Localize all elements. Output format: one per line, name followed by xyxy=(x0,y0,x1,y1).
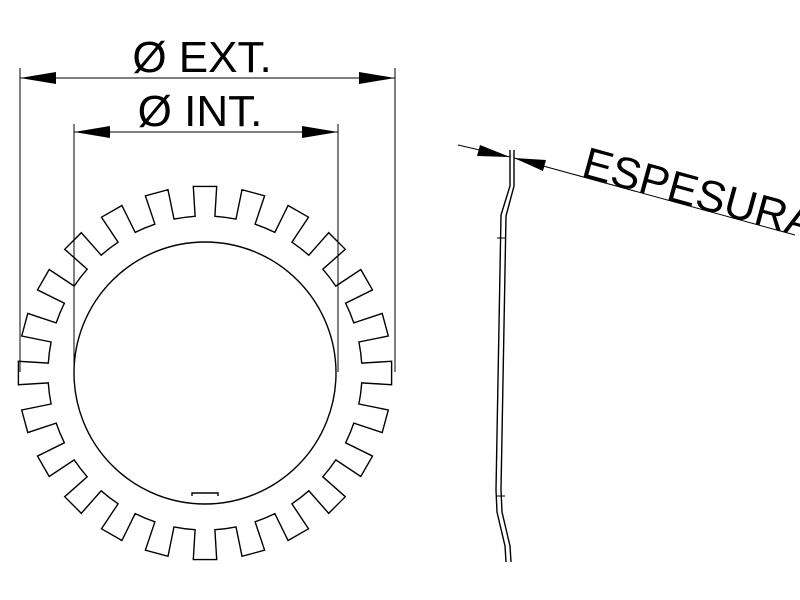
thickness-leader-right xyxy=(513,157,796,236)
inner-arrow-left xyxy=(74,126,110,138)
washer-side-view xyxy=(495,150,515,563)
thickness-label: ESPESURA xyxy=(577,138,800,249)
inner-arrow-right xyxy=(302,126,338,138)
thickness-arrow-right xyxy=(514,158,546,171)
washer-inner-circle xyxy=(73,241,337,505)
outer-arrow-right xyxy=(359,72,395,84)
outer-diameter-dimension: Ø EXT. xyxy=(19,33,396,372)
outer-diameter-label: Ø EXT. xyxy=(132,33,271,82)
washer-inner-key-notch xyxy=(191,492,219,496)
outer-arrow-left xyxy=(20,72,56,84)
inner-diameter-label: Ø INT. xyxy=(138,87,263,136)
inner-diameter-dimension: Ø INT. xyxy=(73,87,339,372)
side-profile-outer-edge xyxy=(495,150,511,563)
side-profile-inner-edge xyxy=(500,150,515,563)
washer-front-view xyxy=(17,185,393,561)
washer-outer-toothed-contour xyxy=(17,185,393,561)
thickness-arrow-left xyxy=(477,145,510,157)
